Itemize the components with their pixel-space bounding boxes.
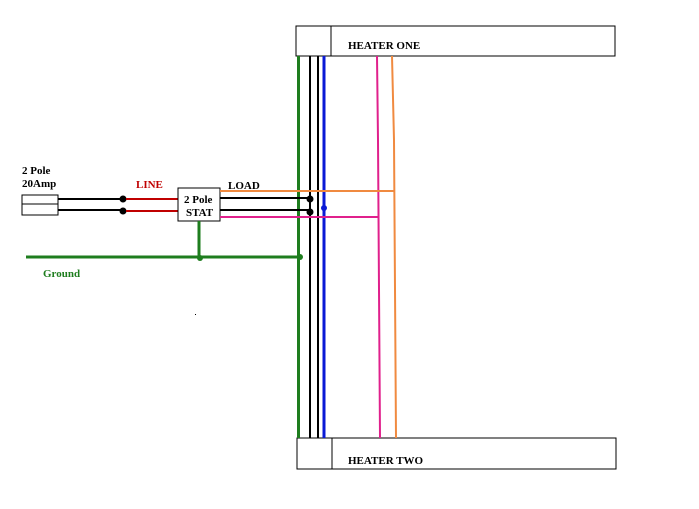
junction-dot-top xyxy=(119,195,127,203)
ground-dot-stat xyxy=(197,255,203,261)
heater-one: HEATER ONE xyxy=(295,25,616,57)
orange-vertical-wire xyxy=(391,55,397,439)
thermostat-label-2: STAT xyxy=(186,207,214,219)
heater-two-label: HEATER TWO xyxy=(348,455,424,467)
breaker: 2 Pole 20Amp xyxy=(21,165,59,216)
breaker-label-1: 2 Pole xyxy=(22,165,51,177)
line-label: LINE xyxy=(136,179,163,191)
heater-two: HEATER TWO xyxy=(296,437,617,470)
thermostat-label-1: 2 Pole xyxy=(184,194,213,206)
heater-one-label: HEATER ONE xyxy=(348,40,420,52)
breaker-label-2: 20Amp xyxy=(22,178,56,190)
ground-dot-heater xyxy=(297,254,303,260)
load-dot-top xyxy=(306,195,314,203)
pink-vertical-wire xyxy=(376,55,381,439)
ground-label: Ground xyxy=(43,268,80,280)
load-label: LOAD xyxy=(228,180,260,192)
blue-junction-dot xyxy=(321,205,327,211)
junction-dot-bottom xyxy=(119,207,127,215)
thermostat: 2 Pole STAT xyxy=(177,187,221,222)
stray-dot xyxy=(195,314,196,315)
load-dot-bottom xyxy=(306,208,314,216)
